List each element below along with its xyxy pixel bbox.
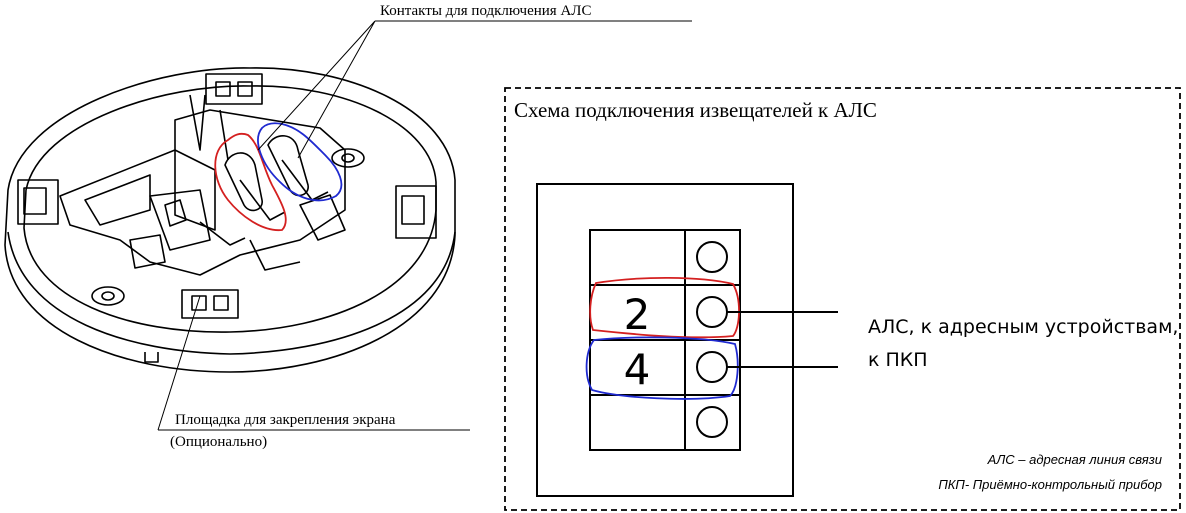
terminal-block	[589, 229, 741, 451]
terminal-screw-last	[696, 406, 728, 438]
contact-spring-1	[224, 152, 263, 212]
legend-pkp: ПКП- Приёмно-контрольный прибор	[938, 477, 1162, 492]
terminal-screw-1	[696, 241, 728, 273]
scheme-dashed-frame	[504, 87, 1181, 511]
pad-leader-line	[157, 295, 470, 431]
legend-als: АЛС – адресная линия связи	[987, 452, 1162, 467]
terminal-label-4: 4	[624, 345, 651, 394]
pad-label-line1: Площадка для закрепления экрана	[175, 412, 396, 428]
terminal-label-2: 2	[624, 290, 651, 339]
screw-hole-left	[91, 286, 125, 306]
screw-hole-right	[331, 148, 365, 168]
base-bottom-edge	[7, 231, 456, 355]
terminal-highlight-blue	[585, 336, 739, 400]
als-wire-label-1: АЛС, к адресным устройствам,	[868, 316, 1178, 338]
rim-clip-top	[205, 73, 263, 105]
als-wire-label-2: к ПКП	[868, 349, 928, 371]
contact-highlight-red	[214, 132, 287, 231]
terminal-highlight-red	[589, 276, 740, 339]
rim-clip-left	[17, 179, 59, 225]
detector-outline	[536, 183, 794, 497]
contacts-leader-line	[257, 20, 692, 159]
inner-frame	[59, 109, 346, 276]
detector-base-drawing	[4, 67, 456, 373]
contact-highlight-blue	[257, 122, 343, 202]
terminal-screw-4	[696, 351, 728, 383]
scheme-title: Схема подключения извещателей к АЛС	[514, 98, 877, 122]
contacts-label: Контакты для подключения АЛС	[380, 3, 591, 19]
rim-clip-right	[395, 185, 437, 239]
base-inner-rim	[23, 85, 437, 333]
rim-clip-bottom	[181, 289, 239, 319]
pad-label-line2: (Опционально)	[170, 434, 267, 450]
terminal-screw-2	[696, 296, 728, 328]
